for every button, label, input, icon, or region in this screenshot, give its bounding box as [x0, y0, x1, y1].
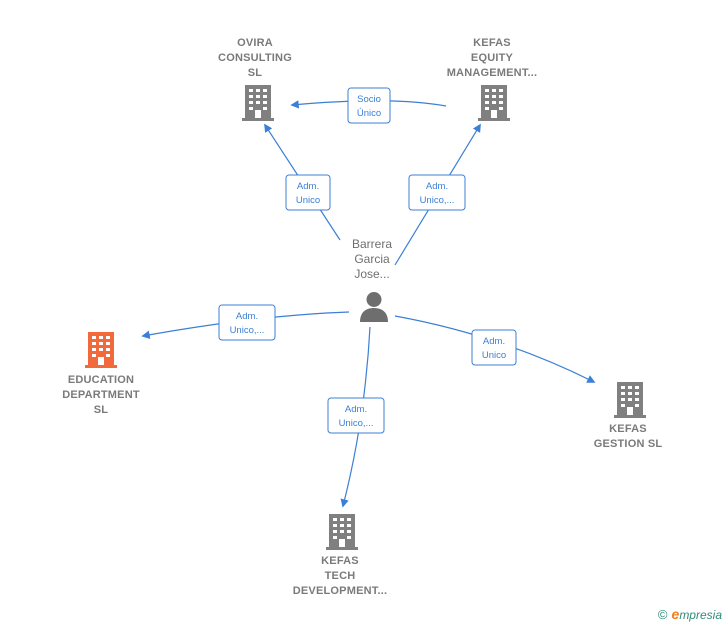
edge-label-line: Unico,... [339, 418, 374, 429]
edge-label-person-kefas-tech[interactable]: Adm. Unico,... [327, 397, 385, 434]
edge-label-line: Único [357, 108, 381, 119]
company-label-kefas-tech[interactable]: KEFAS TECH DEVELOPMENT... [280, 554, 400, 599]
label-line: SL [93, 404, 109, 416]
edge-label-person-ovira[interactable]: Adm. Unico [285, 174, 331, 211]
edge-label-person-education[interactable]: Adm. Unico,... [218, 304, 276, 341]
building-icon[interactable] [326, 514, 358, 550]
label-line: Garcia [354, 252, 390, 266]
label-line: MANAGEMENT... [446, 67, 538, 79]
company-label-ovira[interactable]: OVIRA CONSULTING SL [205, 36, 305, 81]
building-icon[interactable] [478, 85, 510, 121]
company-label-education[interactable]: EDUCATION DEPARTMENT SL [46, 373, 156, 418]
label-line: KEFAS [321, 555, 359, 567]
label-line: KEFAS [609, 423, 647, 435]
label-line: GESTION SL [593, 438, 663, 450]
edge-label-line: Adm. [297, 181, 319, 192]
label-line: Jose... [354, 267, 390, 281]
label-line: KEFAS [473, 37, 511, 49]
person-icon[interactable] [359, 291, 389, 323]
brand-text: mpresia [679, 608, 722, 622]
label-line: TECH [324, 570, 356, 582]
edge-label-line: Unico [296, 195, 320, 206]
brand-footer: © empresia [658, 606, 722, 622]
edge-label-line: Unico,... [230, 325, 265, 336]
edge-label-line: Adm. [236, 311, 258, 322]
label-line: SL [247, 67, 263, 79]
edge-label-line: Adm. [483, 336, 505, 347]
brand-initial: e [671, 606, 680, 622]
label-line: DEVELOPMENT... [292, 585, 388, 597]
edge-label-person-kefas-gestion[interactable]: Adm. Unico [471, 329, 517, 366]
edge-label-kefas-equity-ovira[interactable]: Socio Único [347, 87, 391, 124]
building-icon[interactable] [242, 85, 274, 121]
building-icon[interactable] [85, 332, 117, 368]
edge-label-line: Adm. [426, 181, 448, 192]
person-label[interactable]: Barrera Garcia Jose... [332, 237, 412, 282]
edge-label-line: Unico [482, 350, 506, 361]
edge-label-line: Unico,... [420, 195, 455, 206]
label-line: CONSULTING [218, 52, 292, 64]
edge-label-line: Socio [357, 94, 381, 105]
copyright-icon: © [657, 606, 668, 622]
label-line: OVIRA [237, 37, 273, 49]
label-line: EQUITY [470, 52, 514, 64]
building-icon[interactable] [614, 382, 646, 418]
label-line: DEPARTMENT [62, 389, 140, 401]
label-line: Barrera [351, 237, 392, 251]
company-label-kefas-gestion[interactable]: KEFAS GESTION SL [578, 422, 678, 452]
edge-label-person-kefas-equity[interactable]: Adm. Unico,... [408, 174, 466, 211]
company-label-kefas-equity[interactable]: KEFAS EQUITY MANAGEMENT... [432, 36, 552, 81]
label-line: EDUCATION [67, 374, 135, 386]
brand-logo: empresia [672, 606, 722, 622]
edge-label-line: Adm. [345, 404, 367, 415]
